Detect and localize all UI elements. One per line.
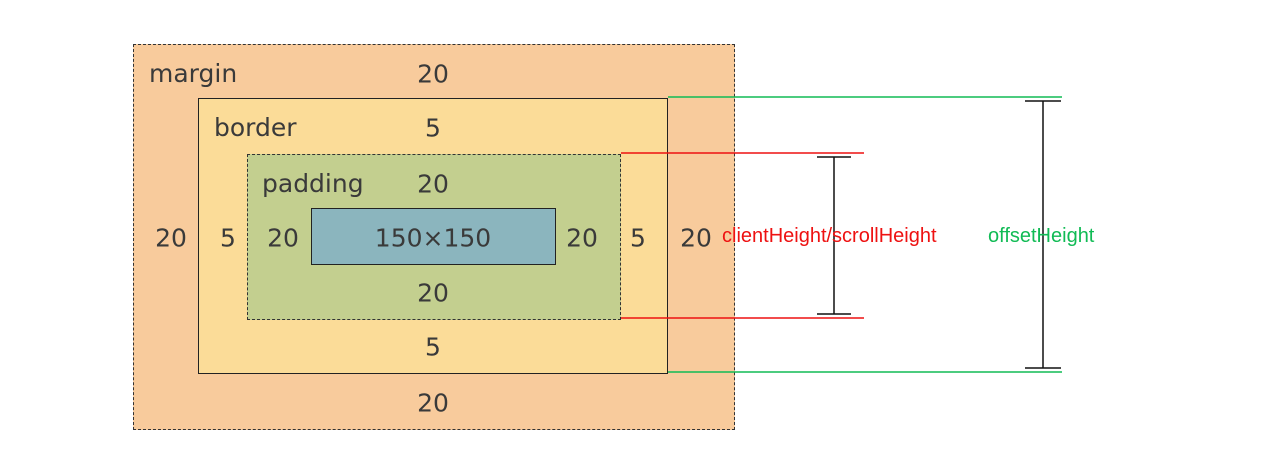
padding-left-value: 20 xyxy=(267,223,299,253)
offset-height-label: offsetHeight xyxy=(988,225,1095,247)
content-size: 150×150 xyxy=(374,223,492,253)
padding-title: padding xyxy=(262,169,364,198)
margin-top-value: 20 xyxy=(417,59,449,89)
margin-left-value: 20 xyxy=(155,223,187,253)
padding-top-value: 20 xyxy=(417,169,449,199)
content-area xyxy=(311,208,556,265)
margin-bottom-value: 20 xyxy=(417,388,449,418)
border-right-value: 5 xyxy=(630,223,646,253)
client-scroll-height-label: clientHeight/scrollHeight xyxy=(722,225,937,247)
border-top-value: 5 xyxy=(425,113,441,143)
padding-right-value: 20 xyxy=(566,223,598,253)
border-bottom-value: 5 xyxy=(425,332,441,362)
margin-title: margin xyxy=(149,59,238,88)
margin-right-value: 20 xyxy=(680,223,712,253)
border-left-value: 5 xyxy=(220,223,236,253)
padding-bottom-value: 20 xyxy=(417,278,449,308)
border-title: border xyxy=(214,113,297,142)
